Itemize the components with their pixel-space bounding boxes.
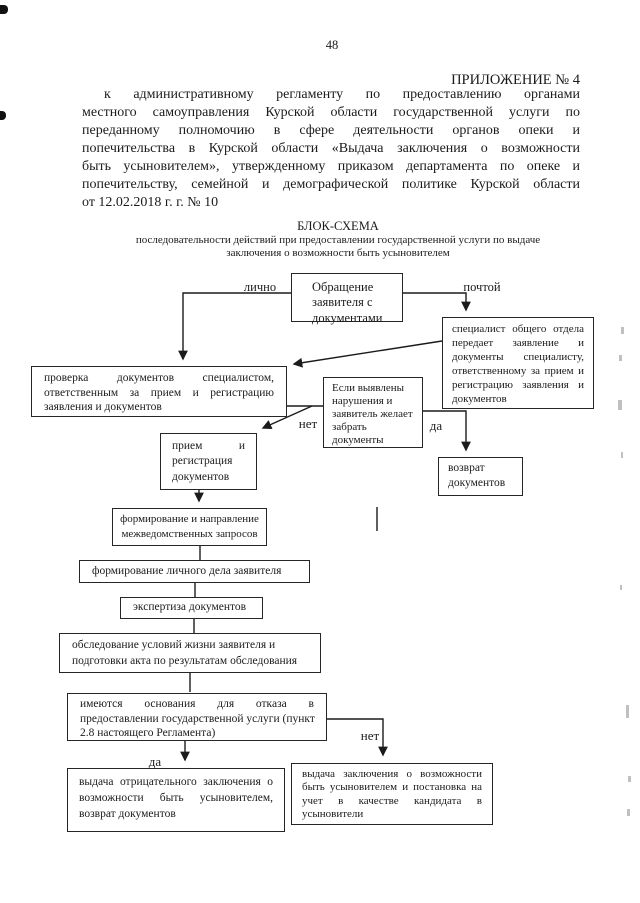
flowchart-subtitle: последовательности действий при предоста… (98, 234, 578, 259)
scan-mark (0, 111, 6, 120)
flow-box-line: формирование и направление (120, 513, 259, 525)
arrow-lichno (178, 292, 291, 361)
annex-title: ПРИЛОЖЕНИЕ № 4 (451, 72, 580, 88)
label-net-bottom: нет (360, 728, 380, 743)
flow-box-line: документы (332, 434, 384, 446)
flow-box-line: Обращение (312, 280, 374, 294)
flow-box-line: ответственным за прием и регистрацию (44, 386, 274, 399)
flow-box-line: документов (452, 393, 507, 405)
paragraph-line: местного самоуправления Курской области … (82, 105, 580, 120)
scan-mark (619, 355, 622, 361)
paragraph-line: быть усыновителем», утвержденному приказ… (82, 159, 580, 174)
flow-box-line: регистрация (172, 455, 233, 468)
scan-mark (618, 400, 622, 410)
flow-box-line: документов (448, 477, 506, 489)
flow-box-proverka: проверка документов специалистом, ответс… (31, 366, 287, 417)
scan-mark (0, 5, 8, 14)
flow-box-line: обследование условий жизни заявителя и (72, 639, 276, 651)
flow-box-line: ответственному за прием и (452, 365, 584, 377)
flowchart-subtitle-line: заключения о возможности быть усыновител… (226, 246, 450, 259)
flow-box-line: документы специалисту, (452, 351, 584, 363)
flow-box-line: возврат документов (79, 808, 176, 820)
label-da-top: да (429, 418, 443, 433)
flow-box-line: выдача отрицательного заключения о (79, 776, 273, 788)
flow-box-specialist: специалист общего отдела передает заявле… (442, 317, 594, 409)
flow-box-line: возврат (448, 462, 485, 474)
label-da-bottom: да (148, 754, 162, 769)
flow-box-line: 2.8 настоящего Регламента) (80, 727, 216, 740)
scan-mark (621, 327, 624, 334)
label-net-top: нет (298, 416, 318, 431)
flow-box-line: заявления и документов (44, 401, 162, 413)
flow-box-imeyutsya: имеются основания для отказа в предостав… (67, 693, 327, 741)
flow-box-obsledovanie: обследование условий жизни заявителя и п… (59, 633, 321, 673)
flow-box-vydacha-polozhitelnogo: выдача заключения о возможности быть усы… (291, 763, 493, 825)
scan-mark (621, 452, 623, 458)
label-lichno: лично (243, 280, 277, 294)
flow-box-line: заявителя с (312, 295, 373, 310)
flow-box-vozvrat: возврат документов (438, 457, 523, 496)
paragraph-line: попечительства в Курской области «Выдача… (82, 141, 580, 156)
flow-box-line: возможности быть усыновителем, (79, 792, 273, 804)
flow-box-mezhved: формирование и направление межведомствен… (112, 508, 267, 546)
flow-box-esli: Если выявлены нарушения и заявитель жела… (323, 377, 423, 448)
flow-box-line: документами (312, 310, 383, 325)
flow-box-line: прием и (172, 440, 245, 452)
flow-box-line: экспертиза документов (133, 601, 247, 613)
flow-box-line: предоставлении государственной услуги (п… (80, 712, 315, 725)
flow-box-line: подготовки акта по результатам обследова… (72, 655, 298, 667)
flow-box-ekspertiza: экспертиза документов (120, 597, 263, 619)
paragraph-line: к административному регламенту по предос… (104, 87, 580, 102)
scan-mark (628, 776, 631, 782)
flow-box-line: документов (172, 470, 230, 483)
paragraph-line: попечительству, семейной и демографическ… (82, 177, 580, 192)
flowchart-subtitle-line: последовательности действий при предоста… (135, 234, 541, 246)
flow-box-line: проверка документов специалистом, (44, 372, 274, 384)
arrow-pochtoj (403, 292, 471, 312)
scan-mark (627, 809, 630, 816)
flow-box-vydacha-otricatelnogo: выдача отрицательного заключения о возмо… (67, 768, 285, 832)
scan-mark (626, 705, 629, 718)
page-number: 48 (325, 38, 339, 52)
flow-box-line: усыновители (302, 808, 364, 821)
flow-box-line: специалист общего отдела (452, 323, 584, 335)
flow-box-line: регистрацию заявления и (452, 379, 584, 391)
label-pochtoj: почтой (463, 280, 501, 294)
flow-box-line: передает заявление и (452, 337, 584, 349)
flow-box-line: межведомственных запросов (121, 528, 258, 540)
flow-box-line: быть усыновителем и постановка на (302, 781, 482, 794)
flow-box-lichnoe-delo: формирование личного дела заявителя (79, 560, 310, 583)
flow-box-line: Если выявлены (332, 382, 405, 394)
flow-box-line: выдача заключения о возможности (302, 768, 482, 780)
flow-box-line: учет в качестве кандидата в (302, 794, 482, 807)
flow-box-line: имеются основания для отказа в (80, 698, 314, 710)
header-paragraph: к административному регламенту по предос… (82, 86, 580, 212)
arrow-specialist-to-proverka (292, 340, 443, 368)
flow-box-priem: прием и регистрация документов (160, 433, 257, 490)
scan-mark (620, 585, 622, 590)
paragraph-line: переданному полномочию в сфере деятельно… (82, 123, 580, 138)
flow-box-line: заявитель желает (332, 408, 413, 420)
flowchart-title: БЛОК-СХЕМА (297, 219, 379, 233)
flow-box-line: формирование личного дела заявителя (92, 565, 282, 577)
flow-box-line: забрать (332, 421, 367, 433)
paragraph-line: от 12.02.2018 г. г. № 10 (82, 195, 219, 210)
flow-box-line: нарушения и (332, 395, 393, 407)
flow-box-obrashchenie: Обращение заявителя с документами (291, 273, 403, 325)
